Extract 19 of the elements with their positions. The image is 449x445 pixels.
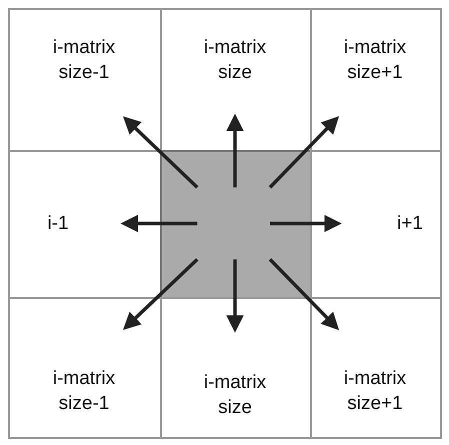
grid-cell xyxy=(310,297,442,439)
cell-label: i-matrix size+1 xyxy=(342,367,408,416)
grid-cell xyxy=(160,297,312,439)
arrow xyxy=(270,214,342,232)
grid-cell xyxy=(310,150,442,299)
cell-label: i-matrix size xyxy=(202,36,268,85)
cell-label: i+1 xyxy=(396,212,424,236)
grid-cell xyxy=(8,297,162,439)
grid-cell xyxy=(310,8,442,152)
cell-label: i-matrix size-1 xyxy=(52,367,116,416)
grid-cell xyxy=(8,8,162,152)
cell-label: i-matrix size+1 xyxy=(342,36,408,85)
highlighted-cell xyxy=(160,150,312,299)
arrow xyxy=(120,214,198,232)
arrow xyxy=(226,114,244,188)
cell-label: i-matrix size xyxy=(202,371,268,420)
arrow xyxy=(226,259,244,333)
cell-label: i-matrix size-1 xyxy=(52,36,116,85)
cell-label: i-1 xyxy=(46,212,70,236)
